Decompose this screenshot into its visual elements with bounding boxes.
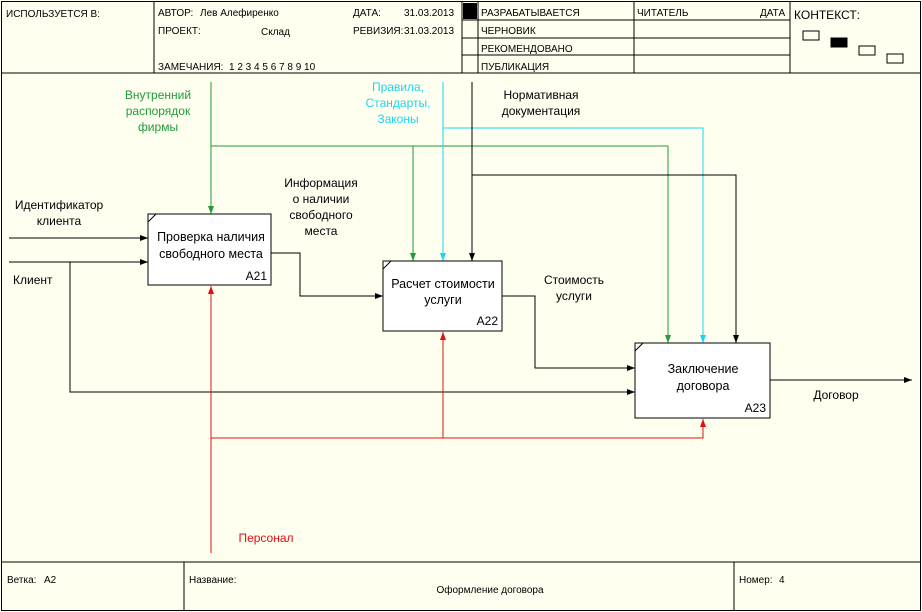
- status-recommended: РЕКОМЕНДОВАНО: [481, 44, 573, 55]
- title-label: Название:: [189, 575, 236, 586]
- arrow-client: [9, 259, 635, 395]
- label-space-info-1: Информация: [284, 176, 357, 190]
- label-internal-rules: Внутренний распорядок фирмы: [125, 88, 191, 134]
- label-client-id-1: Идентификатор: [15, 198, 104, 212]
- date-label: ДАТА:: [353, 8, 381, 19]
- label-space-info: Информация о наличии свободного места: [284, 176, 357, 238]
- context-thumbnail: [802, 30, 904, 64]
- label-normative-docs: Нормативная документация: [502, 88, 581, 118]
- label-service-cost: Стоимость услуги: [544, 273, 604, 303]
- label-service-cost-2: услуги: [556, 289, 592, 303]
- header: [2, 2, 920, 74]
- status-draft: ЧЕРНОВИК: [481, 26, 536, 37]
- label-standards-1: Правила,: [372, 80, 424, 94]
- revision-label: РЕВИЗИЯ:: [353, 26, 403, 37]
- context-label: КОНТЕКСТ:: [794, 8, 860, 22]
- arrow-normative-docs: [469, 82, 739, 343]
- label-staff: Персонал: [238, 531, 293, 545]
- date-value: 31.03.2013: [404, 8, 454, 19]
- project-label: ПРОЕКТ:: [158, 26, 201, 37]
- label-client: Клиент: [13, 273, 53, 287]
- label-standards-2: Стандарты,: [366, 96, 431, 110]
- label-normative-docs-2: документация: [502, 104, 581, 118]
- status-publication: ПУБЛИКАЦИЯ: [481, 62, 549, 73]
- author-value: Лев Алефиренко: [200, 7, 279, 19]
- label-internal-rules-2: распорядок: [126, 104, 191, 118]
- label-standards: Правила, Стандарты, Законы: [366, 80, 431, 126]
- arrow-service-cost: [502, 295, 635, 371]
- box-a23-line2: договора: [677, 379, 730, 393]
- reader-date-label: ДАТА: [760, 8, 785, 19]
- box-a22-number: A22: [477, 314, 499, 328]
- arrow-standards: [440, 82, 706, 343]
- author-label: АВТОР:: [158, 8, 193, 19]
- context-node-4: [886, 53, 904, 64]
- revision-value: 31.03.2013: [404, 26, 454, 37]
- status-working: РАЗРАБАТЫВАЕТСЯ: [481, 8, 580, 19]
- context-node-1: [802, 30, 820, 41]
- box-a22-line2: услуги: [424, 293, 461, 307]
- label-standards-3: Законы: [377, 112, 418, 126]
- used-in-label: ИСПОЛЬЗУЕТСЯ В:: [6, 9, 100, 20]
- context-node-2: [830, 37, 848, 48]
- node-value: A2: [44, 575, 57, 586]
- node-label: Ветка:: [7, 575, 36, 586]
- footer: [2, 561, 920, 610]
- arrow-staff: [208, 286, 706, 553]
- label-space-info-2: о наличии: [293, 192, 350, 206]
- reader-label: ЧИТАТЕЛЬ: [637, 8, 689, 19]
- activity-box-a23[interactable]: Заключение договора A23: [634, 342, 771, 419]
- notes-label: ЗАМЕЧАНИЯ:: [158, 62, 223, 73]
- arrow-internal-rules: [208, 82, 671, 343]
- label-client-id: Идентификатор клиента: [15, 198, 104, 228]
- number-label: Номер:: [739, 575, 773, 586]
- notes-numbers: 1 2 3 4 5 6 7 8 9 10: [229, 62, 316, 73]
- diagram-title: Оформление договора: [436, 584, 544, 596]
- label-client-id-2: клиента: [37, 214, 82, 228]
- box-a21-line1: Проверка наличия: [157, 230, 265, 244]
- label-contract: Договор: [813, 388, 859, 402]
- label-normative-docs-1: Нормативная: [503, 88, 578, 102]
- box-a22-line1: Расчет стоимости: [391, 277, 495, 291]
- activity-box-a22[interactable]: Расчет стоимости услуги A22: [382, 260, 503, 332]
- box-a21-line2: свободного места: [159, 247, 263, 261]
- box-a23-line1: Заключение: [668, 362, 739, 376]
- box-a23-number: A23: [745, 401, 767, 415]
- label-internal-rules-1: Внутренний: [125, 88, 191, 102]
- box-a21-number: A21: [246, 269, 268, 283]
- number-value: 4: [779, 575, 785, 586]
- label-service-cost-1: Стоимость: [544, 273, 604, 287]
- status-working-marker: [463, 3, 477, 19]
- label-space-info-3: свободного: [289, 208, 353, 222]
- activity-box-a21[interactable]: Проверка наличия свободного места A21: [147, 213, 272, 286]
- project-value: Склад: [261, 27, 290, 38]
- label-space-info-4: места: [305, 224, 338, 238]
- label-internal-rules-3: фирмы: [138, 120, 178, 134]
- context-node-3: [858, 45, 876, 56]
- arrow-space-info: [271, 252, 383, 299]
